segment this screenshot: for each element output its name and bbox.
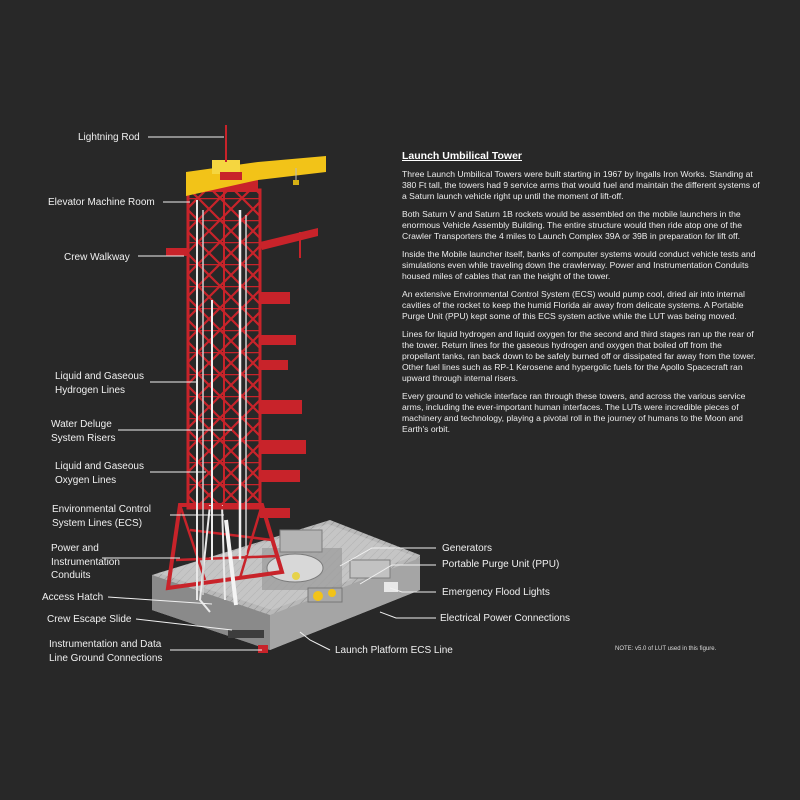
label-flood-lights: Emergency Flood Lights [442, 587, 550, 598]
paragraph-computers: Inside the Mobile launcher itself, banks… [402, 249, 756, 281]
label-crew-walkway: Crew Walkway [64, 252, 130, 263]
paragraph-assembly: Both Saturn V and Saturn 1B rockets woul… [402, 209, 742, 241]
label-ppu: Portable Purge Unit (PPU) [442, 559, 560, 570]
label-access-hatch: Access Hatch [42, 592, 104, 603]
version-note: NOTE: v5.0 of LUT used in this figure. [615, 646, 717, 652]
label-hydrogen-lines: Liquid and Gaseous Hydrogen Lines [55, 371, 144, 396]
right-leader-lines [299, 547, 436, 651]
paragraph-history: Three Launch Umbilical Towers were built… [402, 169, 760, 201]
label-crew-escape-slide: Crew Escape Slide [47, 614, 132, 625]
label-oxygen-lines: Liquid and Gaseous Oxygen Lines [55, 461, 144, 486]
label-electrical-connections: Electrical Power Connections [440, 613, 571, 624]
service-arms [166, 228, 318, 518]
label-elevator-machine-room: Elevator Machine Room [48, 197, 155, 208]
paragraph-ecs: An extensive Environmental Control Syste… [402, 289, 745, 321]
paragraph-fuel-lines: Lines for liquid hydrogen and liquid oxy… [402, 329, 756, 383]
launch-platform [152, 520, 420, 653]
hammerhead-crane [186, 156, 326, 196]
paragraph-interfaces: Every ground to vehicle interface ran th… [402, 391, 746, 434]
label-generators: Generators [442, 543, 493, 554]
label-platform-ecs-line: Launch Platform ECS Line [335, 645, 453, 656]
left-leader-lines [102, 136, 262, 651]
umbilical-tower [186, 188, 262, 600]
label-ground-connections: Instrumentation and Data Line Ground Con… [49, 639, 163, 664]
label-lightning-rod: Lightning Rod [78, 132, 140, 143]
label-water-deluge-risers: Water Deluge System Risers [51, 419, 116, 444]
panel-title: Launch Umbilical Tower [402, 150, 522, 162]
label-ecs-lines: Environmental Control System Lines (ECS) [52, 504, 151, 529]
label-power-instrumentation-conduits: Power and Instrumentation Conduits [51, 543, 120, 581]
description-panel: Launch Umbilical Tower Three Launch Umbi… [402, 150, 762, 442]
